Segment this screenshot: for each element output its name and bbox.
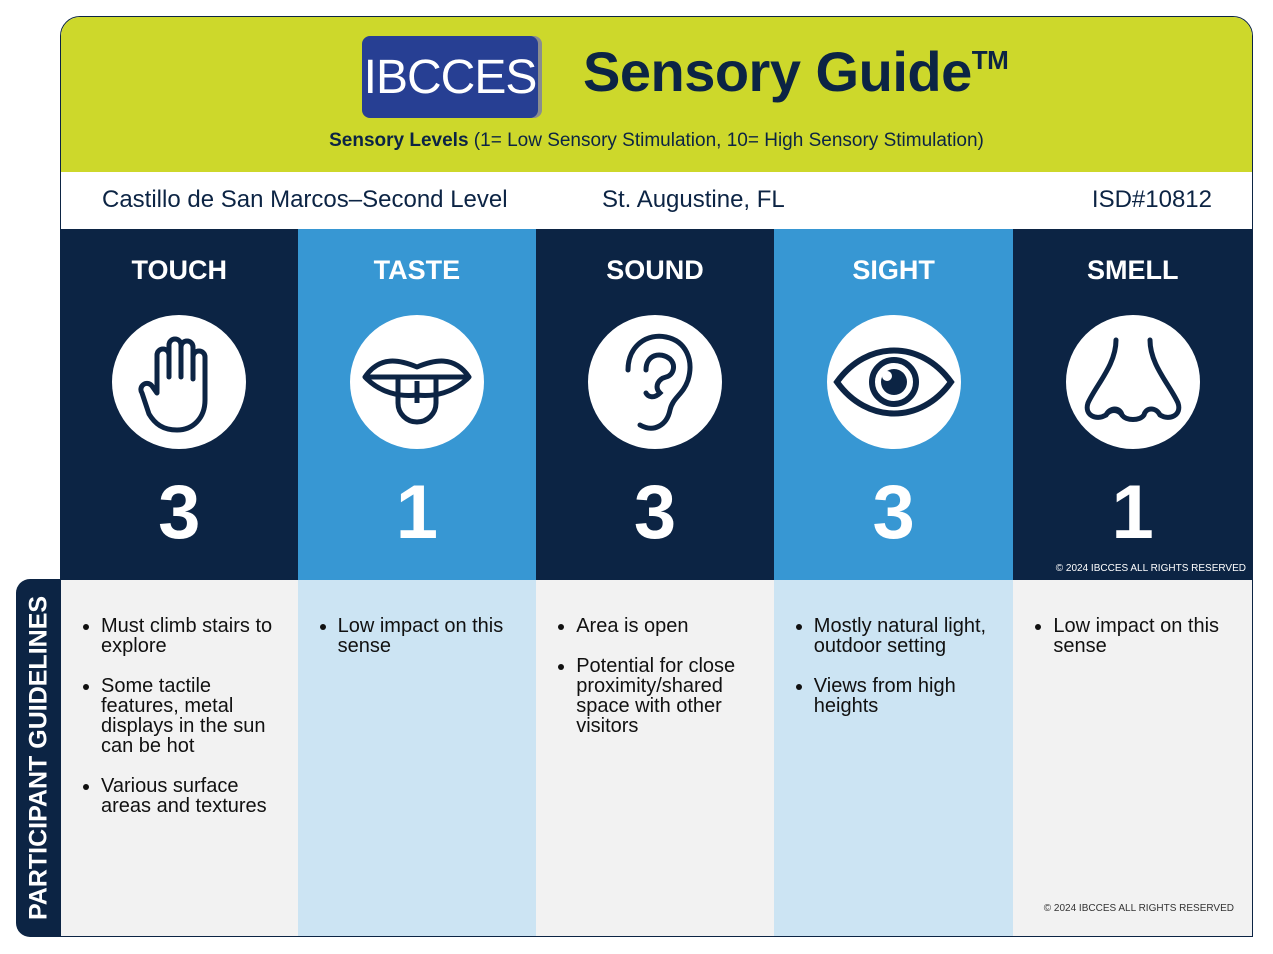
guideline-item: Low impact on this sense — [338, 616, 527, 656]
sense-column-sight: SIGHT 3 — [773, 229, 1014, 580]
sensory-levels-legend: Sensory Levels (1= Low Sensory Stimulati… — [329, 130, 984, 151]
hand-icon — [112, 315, 247, 449]
guideline-item: Some tactile features, metal displays in… — [101, 676, 288, 756]
guidelines-columns: Must climb stairs to exploreSome tactile… — [61, 580, 1252, 936]
guideline-item: Area is open — [576, 616, 764, 636]
sense-name: SMELL — [1086, 255, 1179, 285]
sense-column-sound: SOUND 3 — [536, 229, 774, 580]
guidelines-sight: Mostly natural light, outdoor settingVie… — [773, 580, 1014, 936]
guideline-item: Various surface areas and textures — [101, 776, 288, 816]
sense-name: SIGHT — [852, 255, 935, 285]
nose-icon — [1065, 315, 1200, 449]
copyright-notice: © 2024 IBCCES ALL RIGHTS RESERVED — [1055, 563, 1246, 574]
sense-name: SOUND — [606, 255, 704, 285]
sense-level: 3 — [158, 470, 201, 555]
guidelines-sound: Area is openPotential for close proximit… — [536, 580, 774, 936]
ear-icon — [588, 315, 722, 449]
guidelines-touch: Must climb stairs to exploreSome tactile… — [61, 580, 298, 936]
guideline-item: Views from high heights — [814, 676, 1004, 716]
copyright-notice: © 2024 IBCCES ALL RIGHTS RESERVED — [1043, 903, 1234, 914]
guideline-item: Mostly natural light, outdoor setting — [814, 616, 1004, 656]
sense-name: TASTE — [373, 255, 461, 285]
participant-guidelines-tab: PARTICIPANT GUIDELINES — [16, 579, 61, 937]
sense-column-smell: SMELL 1 © 2024 IBCCES ALL RIGHTS RESERVED — [1013, 229, 1252, 580]
sense-level: 1 — [395, 470, 439, 555]
sense-column-taste: TASTE 1 — [297, 229, 537, 580]
page-title: Sensory GuideTM — [583, 40, 1009, 103]
eye-icon — [826, 315, 961, 449]
guidelines-smell: Low impact on this sense © 2024 IBCCES AL… — [1013, 580, 1252, 936]
tongue-icon — [349, 315, 484, 449]
ibcces-logo: IBCCES — [362, 36, 542, 118]
guideline-item: Must climb stairs to explore — [101, 616, 288, 656]
sense-column-touch: TOUCH 3 — [61, 229, 298, 580]
info-row: Castillo de San Marcos–Second Level St. … — [61, 172, 1252, 229]
header: IBCCES Sensory GuideTM Sensory Levels (1… — [61, 17, 1252, 172]
isd-number: ISD#10812 — [1091, 186, 1212, 213]
location: St. Augustine, FL — [602, 186, 785, 213]
guideline-item: Potential for close proximity/shared spa… — [576, 656, 764, 736]
sense-level: 3 — [633, 470, 677, 555]
sense-level: 1 — [1111, 470, 1154, 555]
sense-level: 3 — [872, 470, 915, 555]
venue-name: Castillo de San Marcos–Second Level — [102, 186, 508, 213]
sensory-guide-card: IBCCES Sensory GuideTM Sensory Levels (1… — [60, 16, 1253, 937]
guideline-item: Low impact on this sense — [1053, 616, 1242, 656]
sense-name: TOUCH — [131, 255, 228, 285]
guidelines-taste: Low impact on this sense — [297, 580, 537, 936]
